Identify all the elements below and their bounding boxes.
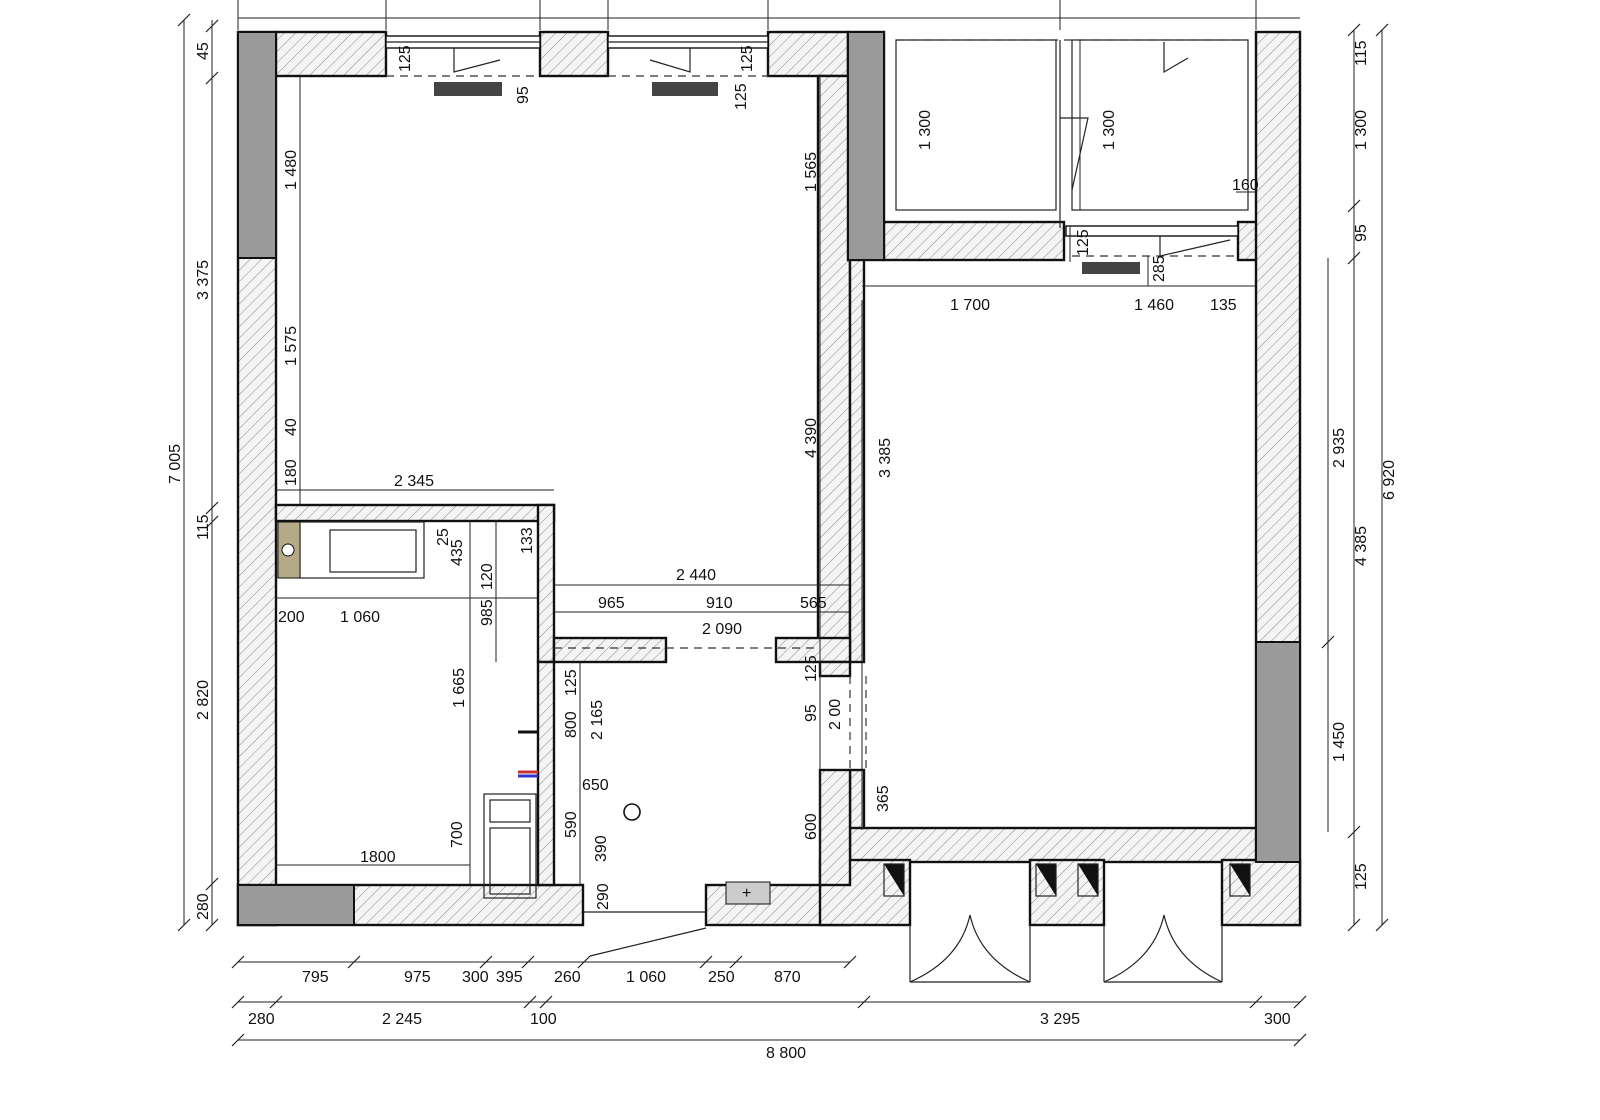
dim-label: 1 450 (1331, 722, 1348, 762)
dim-label: 4 385 (1353, 526, 1370, 566)
dim-label: 1 700 (950, 297, 990, 314)
dim-label: 395 (496, 969, 523, 986)
dim-label: 180 (283, 459, 300, 486)
svg-text:+: + (742, 885, 751, 902)
dim-label: 1 480 (283, 150, 300, 190)
dim-label: 160 (1232, 177, 1259, 194)
dim-label: 435 (449, 539, 466, 566)
dim-label: 1800 (360, 849, 396, 866)
windows (385, 35, 1239, 257)
dim-label: 1 300 (1353, 110, 1370, 150)
dim-label: 200 (278, 609, 305, 626)
dim-label: 125 (1353, 863, 1370, 890)
dim-label: 115 (1353, 40, 1370, 66)
dim-label: 285 (1151, 255, 1168, 282)
dim-label: 365 (875, 785, 892, 812)
dim-label: 95 (515, 86, 532, 104)
dim-label: 2 090 (702, 621, 742, 638)
dim-label: 280 (195, 893, 212, 920)
dim-label: 2 935 (1331, 428, 1348, 468)
dim-label: 115 (195, 514, 212, 540)
dimension-labels: 795 975 300 395 260 1 060 250 870 280 2 … (167, 40, 1398, 1062)
dim-label: 1 565 (803, 152, 820, 192)
dim-label: 2 00 (827, 699, 844, 730)
dim-label: 25 (435, 528, 452, 546)
dim-label: 125 (739, 45, 756, 72)
washing-machine (483, 793, 537, 899)
dim-label: 100 (530, 1011, 557, 1028)
dim-label: 910 (706, 595, 733, 612)
dim-label: 125 (563, 669, 580, 696)
dim-label: 3 295 (1040, 1011, 1080, 1028)
dim-label: 700 (449, 821, 466, 848)
dim-label: 290 (595, 883, 612, 910)
dim-label: 800 (563, 711, 580, 738)
dim-total-height-right: 6 920 (1381, 460, 1398, 500)
balcony (895, 39, 1249, 228)
dim-label: 2 165 (589, 700, 606, 740)
dim-label: 1 060 (340, 609, 380, 626)
dim-label: 3 375 (195, 260, 212, 300)
dim-label: 40 (283, 418, 300, 436)
dim-total-height-left: 7 005 (167, 444, 184, 484)
dim-label: 2 245 (382, 1011, 422, 1028)
dim-label: 795 (302, 969, 329, 986)
dim-label: 4 390 (803, 418, 820, 458)
dim-label: 125 (733, 83, 750, 110)
dim-label: 95 (803, 704, 820, 722)
dim-label: 590 (563, 811, 580, 838)
balcony-doors (849, 676, 1251, 983)
dim-label: 390 (593, 835, 610, 862)
electrical-panel-icon: + (725, 881, 771, 905)
dim-label: 565 (800, 595, 827, 612)
bathtub (277, 521, 425, 579)
dim-label: 45 (195, 42, 212, 60)
dim-label: 870 (774, 969, 801, 986)
dim-label: 2 820 (195, 680, 212, 720)
dim-label: 985 (479, 599, 496, 626)
dim-label: 2 345 (394, 473, 434, 490)
entrance-door (554, 647, 820, 957)
dim-label: 965 (598, 595, 625, 612)
dim-label: 1 575 (283, 326, 300, 366)
dim-label: 120 (479, 563, 496, 590)
dim-label: 133 (519, 527, 536, 554)
dim-label: 975 (404, 969, 431, 986)
dim-label: 1 665 (451, 668, 468, 708)
dim-label: 2 440 (676, 567, 716, 584)
radiator-icon (434, 82, 1140, 274)
dim-label: 1 460 (1134, 297, 1174, 314)
dim-label: 280 (248, 1011, 275, 1028)
dim-label: 1 060 (626, 969, 666, 986)
dim-label: 125 (397, 45, 414, 72)
dim-label: 260 (554, 969, 581, 986)
dimension-lines (177, 0, 1389, 1047)
dim-label: 135 (1210, 297, 1237, 314)
dim-label: 650 (582, 777, 609, 794)
dim-label: 250 (708, 969, 735, 986)
dim-label: 125 (803, 655, 820, 682)
columns (237, 31, 1301, 926)
dim-label: 1 300 (917, 110, 934, 150)
dim-label: 300 (1264, 1011, 1291, 1028)
dim-total-width: 8 800 (766, 1045, 806, 1062)
dim-label: 600 (803, 813, 820, 840)
dim-label: 95 (1353, 224, 1370, 242)
riser-icon (518, 730, 641, 821)
dim-label: 125 (1075, 229, 1092, 256)
dim-label: 300 (462, 969, 489, 986)
dim-label: 1 300 (1101, 110, 1118, 150)
dim-label: 3 385 (877, 438, 894, 478)
